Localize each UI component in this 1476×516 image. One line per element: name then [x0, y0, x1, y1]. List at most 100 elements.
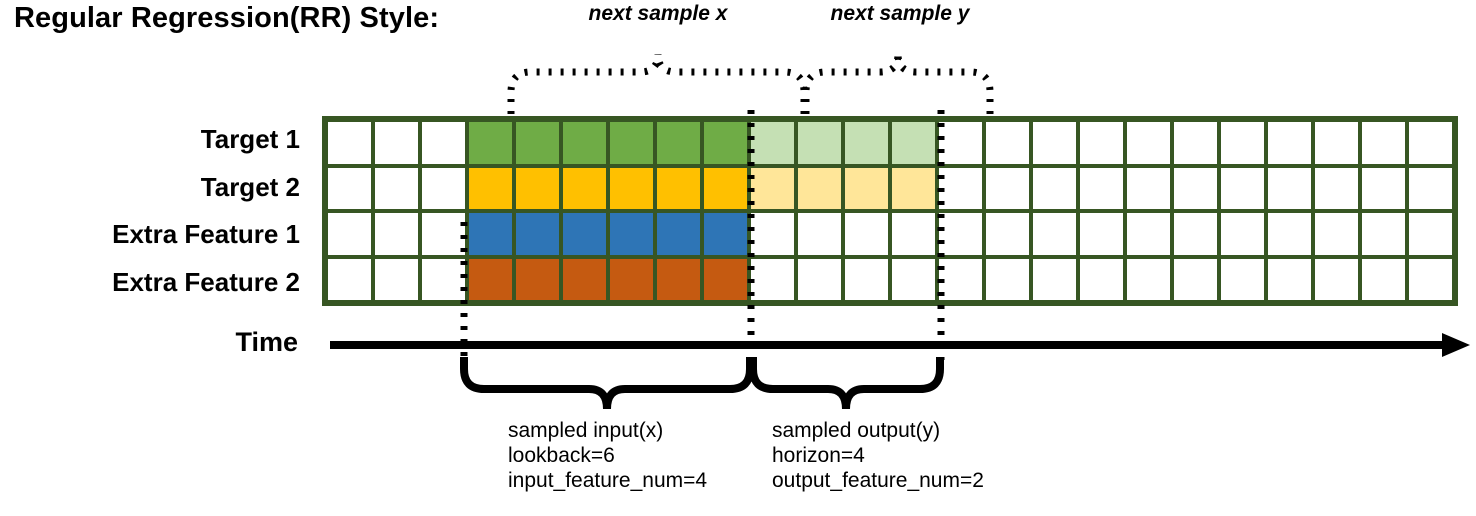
grid-cell-input: [516, 258, 559, 300]
grid-cell-empty: [1080, 122, 1123, 164]
row-label-column: Target 1 Target 2 Extra Feature 1 Extra …: [0, 116, 310, 306]
grid-cell-empty: [751, 258, 794, 300]
grid-cell-empty: [1409, 167, 1452, 209]
grid-cell-empty: [375, 213, 418, 255]
grid-cell-empty: [1362, 213, 1405, 255]
grid-cell-output: [892, 122, 935, 164]
row-label-extra-feature-1: Extra Feature 1: [112, 219, 300, 250]
grid-cell-input: [516, 122, 559, 164]
time-axis-label: Time: [235, 327, 298, 357]
grid-cell-input: [610, 213, 653, 255]
grid-cell-empty: [1127, 167, 1170, 209]
grid-cell-empty: [328, 258, 371, 300]
sampled-input-line-2: lookback=6: [508, 444, 615, 467]
grid-cell-empty: [1221, 122, 1264, 164]
sampled-output-brace: [749, 357, 944, 410]
grid-cell-empty: [1221, 213, 1264, 255]
next-sample-x-brace: [507, 53, 808, 114]
grid-cell-empty: [798, 258, 841, 300]
grid-cell-input: [516, 167, 559, 209]
row-label-extra-feature-2: Extra Feature 2: [112, 266, 300, 297]
grid-cell-output: [751, 122, 794, 164]
grid-cell-empty: [845, 213, 888, 255]
grid-cell-input: [610, 167, 653, 209]
grid-cell-empty: [328, 213, 371, 255]
grid-cell-empty: [375, 167, 418, 209]
grid-cell-empty: [328, 122, 371, 164]
next-sample-y-label: next sample y: [830, 2, 970, 25]
grid-cell-empty: [1127, 213, 1170, 255]
grid-cell-empty: [1221, 167, 1264, 209]
grid-cell-input: [469, 213, 512, 255]
sampled-output-line-1: sampled output(y): [772, 419, 941, 442]
grid-cell-empty: [1362, 258, 1405, 300]
grid-cell-input: [704, 213, 747, 255]
grid-cell-empty: [1315, 258, 1358, 300]
grid-cell-empty: [751, 213, 794, 255]
sampled-input-annotation: sampled input(x) lookback=6 input_featur…: [508, 418, 707, 493]
grid-cell-input: [704, 122, 747, 164]
grid-cell-empty: [1033, 167, 1076, 209]
sampled-output-line-3: output_feature_num=2: [772, 469, 984, 492]
grid-cell-input: [563, 213, 606, 255]
grid-cell-input: [657, 258, 700, 300]
grid-cell-empty: [939, 213, 982, 255]
grid-row-1: [326, 120, 1454, 166]
grid-cell-input: [657, 122, 700, 164]
grid-cell-empty: [892, 258, 935, 300]
grid-cell-empty: [1268, 167, 1311, 209]
grid-cell-input: [469, 122, 512, 164]
grid-cell-input: [469, 167, 512, 209]
grid-cell-empty: [375, 258, 418, 300]
grid-cell-empty: [1080, 213, 1123, 255]
grid-cell-empty: [1174, 258, 1217, 300]
grid-cell-empty: [1409, 213, 1452, 255]
row-label-target-1: Target 1: [200, 124, 300, 155]
grid-cell-empty: [939, 167, 982, 209]
timeseries-grid: [322, 116, 1458, 306]
sampled-output-annotation: sampled output(y) horizon=4 output_featu…: [772, 418, 984, 493]
grid-row-4: [326, 257, 1454, 303]
grid-row-3: [326, 211, 1454, 257]
grid-cell-empty: [986, 122, 1029, 164]
grid-cell-empty: [1174, 213, 1217, 255]
grid-cell-output: [798, 167, 841, 209]
grid-cell-output: [798, 122, 841, 164]
bottom-annotation-layer: [460, 357, 944, 410]
sampled-input-line-1: sampled input(x): [508, 419, 664, 442]
grid-cell-output: [845, 122, 888, 164]
grid-cell-empty: [1268, 213, 1311, 255]
grid-cell-empty: [986, 258, 1029, 300]
grid-cell-empty: [1080, 258, 1123, 300]
grid-cell-empty: [986, 167, 1029, 209]
grid-cell-empty: [798, 213, 841, 255]
grid-cell-empty: [1127, 122, 1170, 164]
grid-cell-empty: [422, 167, 465, 209]
grid-cell-empty: [1268, 122, 1311, 164]
grid-cell-input: [657, 213, 700, 255]
grid-cell-input: [704, 167, 747, 209]
grid-cell-empty: [1362, 122, 1405, 164]
grid-cell-input: [704, 258, 747, 300]
grid-cell-empty: [1033, 213, 1076, 255]
grid-cell-empty: [1268, 258, 1311, 300]
grid-cell-input: [610, 122, 653, 164]
sampled-output-line-2: horizon=4: [772, 444, 865, 467]
sampled-input-brace: [460, 357, 754, 410]
grid-cell-input: [516, 213, 559, 255]
grid-cell-input: [563, 167, 606, 209]
top-annotation-layer: [507, 53, 994, 114]
grid-cell-output: [892, 167, 935, 209]
grid-cell-empty: [328, 167, 371, 209]
grid-cell-empty: [375, 122, 418, 164]
grid-cell-output: [751, 167, 794, 209]
grid-cell-empty: [1315, 167, 1358, 209]
grid-cell-empty: [1409, 258, 1452, 300]
time-axis-arrow: [330, 333, 1470, 357]
grid-cell-empty: [1409, 122, 1452, 164]
grid-cell-empty: [422, 122, 465, 164]
next-sample-y-brace: [802, 53, 994, 114]
grid-cell-input: [563, 258, 606, 300]
next-sample-x-label: next sample x: [588, 2, 728, 25]
